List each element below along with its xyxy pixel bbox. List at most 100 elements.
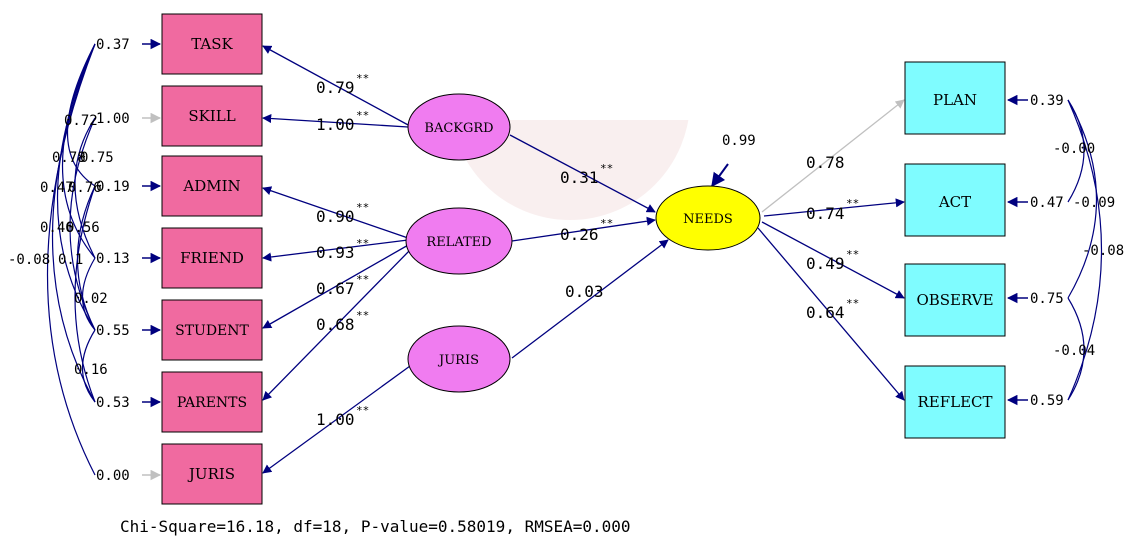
sig-mark: ** bbox=[356, 273, 369, 286]
observed-reflect: REFLECT bbox=[904, 365, 1006, 439]
covariance-value: 0.47 bbox=[40, 180, 74, 196]
observed-label: TASK bbox=[191, 35, 233, 53]
observed-label: ADMIN bbox=[182, 177, 240, 195]
latent-label: NEEDS bbox=[683, 212, 733, 227]
latent-related: RELATED bbox=[405, 207, 513, 275]
left-covariance-values: 0.72 0.78 0.75 0.47 0.76 0.46 0.56 -0.08… bbox=[8, 113, 114, 378]
observed-juris: JURIS bbox=[161, 443, 263, 505]
coef-observe: 0.49 bbox=[806, 254, 845, 273]
observed-task: TASK bbox=[161, 13, 263, 75]
loading-arrow-reflect bbox=[757, 227, 905, 401]
fit-statistics: Chi-Square=16.18, df=18, P-value=0.58019… bbox=[120, 517, 631, 536]
observed-observe: OBSERVE bbox=[904, 263, 1006, 337]
covariance-value: 0.78 bbox=[52, 150, 86, 166]
error-value: 0.37 bbox=[96, 37, 130, 53]
right-covariance-values: -0.00 -0.09 -0.08 -0.04 bbox=[1053, 141, 1124, 359]
loading-arrow-act bbox=[763, 198, 905, 217]
error-value: 0.53 bbox=[96, 395, 130, 411]
observed-admin: ADMIN bbox=[161, 155, 263, 217]
covariance-value: 0.16 bbox=[74, 362, 108, 378]
observed-act: ACT bbox=[904, 163, 1006, 237]
error-value: 0.13 bbox=[96, 251, 130, 267]
sig-mark: ** bbox=[600, 217, 613, 230]
sig-mark: ** bbox=[846, 297, 859, 310]
latent-juris: JURIS bbox=[407, 325, 511, 393]
cov-arc bbox=[74, 117, 96, 259]
observed-label: FRIEND bbox=[180, 249, 244, 267]
sig-mark: ** bbox=[356, 201, 369, 214]
error-value: 0.75 bbox=[1030, 291, 1064, 307]
cov-arc bbox=[69, 117, 96, 331]
left-covariance-arcs bbox=[46, 43, 96, 476]
structural-coefficients: 0.31 ** 0.26 ** 0.03 0.99 bbox=[560, 133, 756, 301]
covariance-value: 0.76 bbox=[68, 180, 102, 196]
coef-friend: 0.93 bbox=[316, 243, 355, 262]
sig-mark: ** bbox=[356, 404, 369, 417]
loading-arrow-observe bbox=[761, 221, 905, 299]
loading-arrow-plan bbox=[761, 99, 905, 213]
latent-needs: NEEDS bbox=[655, 185, 761, 251]
coef-act: 0.74 bbox=[806, 204, 845, 223]
coef-juris: 1.00 bbox=[316, 410, 355, 429]
covariance-value: -0.04 bbox=[1053, 343, 1095, 359]
coef-juris-needs: 0.03 bbox=[565, 282, 604, 301]
cov-arc bbox=[1067, 297, 1085, 401]
observed-label: JURIS bbox=[187, 465, 235, 483]
cov-arc bbox=[56, 43, 96, 331]
right-covariance-arcs bbox=[1067, 99, 1103, 401]
observed-plan: PLAN bbox=[904, 61, 1006, 135]
covariance-value: -0.00 bbox=[1053, 141, 1095, 157]
coef-skill: 1.00 bbox=[316, 115, 355, 134]
path-arrows bbox=[262, 45, 905, 474]
sig-mark: ** bbox=[600, 162, 613, 175]
loading-arrow-student bbox=[262, 243, 411, 329]
sig-mark: ** bbox=[356, 237, 369, 250]
sig-mark: ** bbox=[356, 72, 369, 85]
error-value: 0.19 bbox=[96, 179, 130, 195]
observed-label: PLAN bbox=[933, 91, 977, 109]
coef-plan: 0.78 bbox=[806, 153, 845, 172]
cov-arc bbox=[81, 257, 96, 331]
error-value: 0.55 bbox=[96, 323, 130, 339]
sig-mark: ** bbox=[356, 109, 369, 122]
loading-arrow-juris bbox=[262, 365, 411, 474]
observed-label: OBSERVE bbox=[916, 291, 993, 309]
right-error-values: 0.39 0.47 0.75 0.59 bbox=[1030, 93, 1064, 409]
cov-arc bbox=[46, 43, 96, 476]
right-observed-boxes: PLAN ACT OBSERVE REFLECT bbox=[904, 61, 1006, 439]
loading-arrow-parents bbox=[262, 247, 413, 401]
coef-reflect: 0.64 bbox=[806, 303, 845, 322]
path-diagram: TASK SKILL ADMIN FRIEND STUDENT PARENTS … bbox=[8, 13, 1124, 505]
needs-error-arrow bbox=[711, 163, 729, 188]
error-value: 0.47 bbox=[1030, 195, 1064, 211]
observed-parents: PARENTS bbox=[161, 371, 263, 433]
observed-label: SKILL bbox=[188, 107, 235, 125]
right-error-arrows bbox=[1006, 94, 1028, 406]
loading-arrow-task bbox=[262, 45, 411, 127]
observed-skill: SKILL bbox=[161, 85, 263, 147]
covariance-value: 0.46 bbox=[40, 220, 74, 236]
coef-parents: 0.68 bbox=[316, 315, 355, 334]
latent-label: JURIS bbox=[437, 353, 479, 368]
cov-arc bbox=[74, 185, 96, 403]
latent-label: RELATED bbox=[426, 235, 491, 250]
coef-task: 0.79 bbox=[316, 78, 355, 97]
loading-coefficients: 0.79 ** 1.00 ** 0.90 ** 0.93 ** 0.67 ** … bbox=[316, 72, 859, 429]
coef-related-needs: 0.26 bbox=[560, 225, 599, 244]
covariance-value: -0.08 bbox=[1082, 243, 1124, 259]
loading-arrow-admin bbox=[262, 186, 409, 239]
observed-label: ACT bbox=[938, 193, 971, 211]
cov-arc bbox=[1067, 99, 1097, 299]
observed-label: REFLECT bbox=[917, 393, 992, 411]
cov-arc bbox=[81, 329, 96, 403]
sig-mark: ** bbox=[846, 248, 859, 261]
loading-arrow-friend bbox=[262, 239, 409, 262]
path-related-needs bbox=[511, 216, 656, 242]
loading-arrow-skill bbox=[262, 113, 409, 128]
covariance-value: -0.09 bbox=[1073, 195, 1115, 211]
needs-error-value: 0.99 bbox=[722, 133, 756, 149]
left-error-values: 0.37 1.00 0.19 0.13 0.55 0.53 0.00 bbox=[96, 37, 130, 484]
sig-mark: ** bbox=[356, 309, 369, 322]
left-error-arrows bbox=[142, 38, 162, 481]
covariance-value: 0.1 bbox=[58, 252, 83, 268]
